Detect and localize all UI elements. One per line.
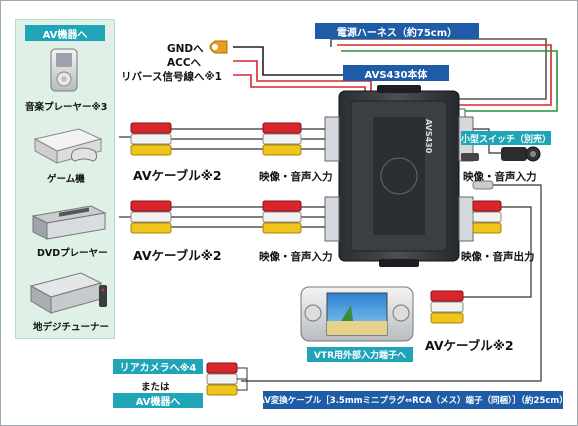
dvd-player-icon (31, 205, 107, 240)
rca-plugs-rear (206, 362, 248, 396)
av-cable-label-2: AVケーブル※2 (133, 248, 222, 263)
rca-plugs-source-2 (130, 200, 172, 234)
avs430-unit (324, 85, 474, 267)
rear-camera-label: リアカメラへ※4 (113, 359, 203, 374)
small-switch-icon (461, 146, 541, 162)
mini-plug-icon (472, 180, 494, 190)
av-cable-label-3: AVケーブル※2 (425, 338, 514, 353)
unit-side-label: AVS430 (424, 119, 433, 154)
device-label-tuner: 地デジチューナー (33, 322, 110, 333)
gnd-terminal-icon (209, 40, 228, 54)
rca-plugs-unit-2 (262, 200, 302, 234)
switch-label: 小型スイッチ（別売） (461, 131, 551, 145)
vtr-label: VTR用外部入力端子へ (307, 347, 413, 362)
unit-title: AVS430本体 (343, 65, 449, 81)
rear-av-label: AV機器へ (113, 393, 203, 408)
head-unit-icon (300, 286, 414, 342)
reverse-signal-label: リバース信号線へ※1 (121, 71, 222, 83)
rear-or-label: または (141, 382, 170, 393)
av-cable-lines (119, 128, 542, 382)
rca-plugs-unit-1 (262, 122, 302, 156)
music-player-icon (50, 48, 78, 92)
input-label-3: 映像・音声入力 (463, 171, 537, 183)
output-label: 映像・音声出力 (461, 251, 535, 263)
rca-plugs-source-1 (130, 122, 172, 156)
rca-plugs-output (472, 200, 502, 234)
rca-plugs-vtr (430, 290, 464, 324)
gnd-label: GNDへ (167, 43, 204, 55)
av-device-header: AV機器へ (25, 25, 105, 41)
device-label-game: ゲーム機 (47, 174, 85, 185)
conversion-cable-label: AV変換ケーブル［3.5mmミニプラグ⇔RCA（メス）端子（同梱）］（約25cm… (258, 391, 568, 409)
power-harness-wires (233, 38, 558, 112)
game-console-icon (33, 128, 103, 164)
av-cable-label-1: AVケーブル※2 (133, 168, 222, 183)
input-label-1: 映像・音声入力 (259, 171, 333, 183)
power-harness-label: 電源ハーネス（約75cm） (315, 23, 479, 39)
tv-tuner-icon (29, 272, 107, 314)
input-label-2: 映像・音声入力 (259, 251, 333, 263)
device-label-dvd: DVDプレーヤー (37, 248, 108, 259)
acc-label: ACCへ (167, 57, 202, 69)
device-label-music: 音楽プレーヤー※3 (25, 102, 108, 113)
